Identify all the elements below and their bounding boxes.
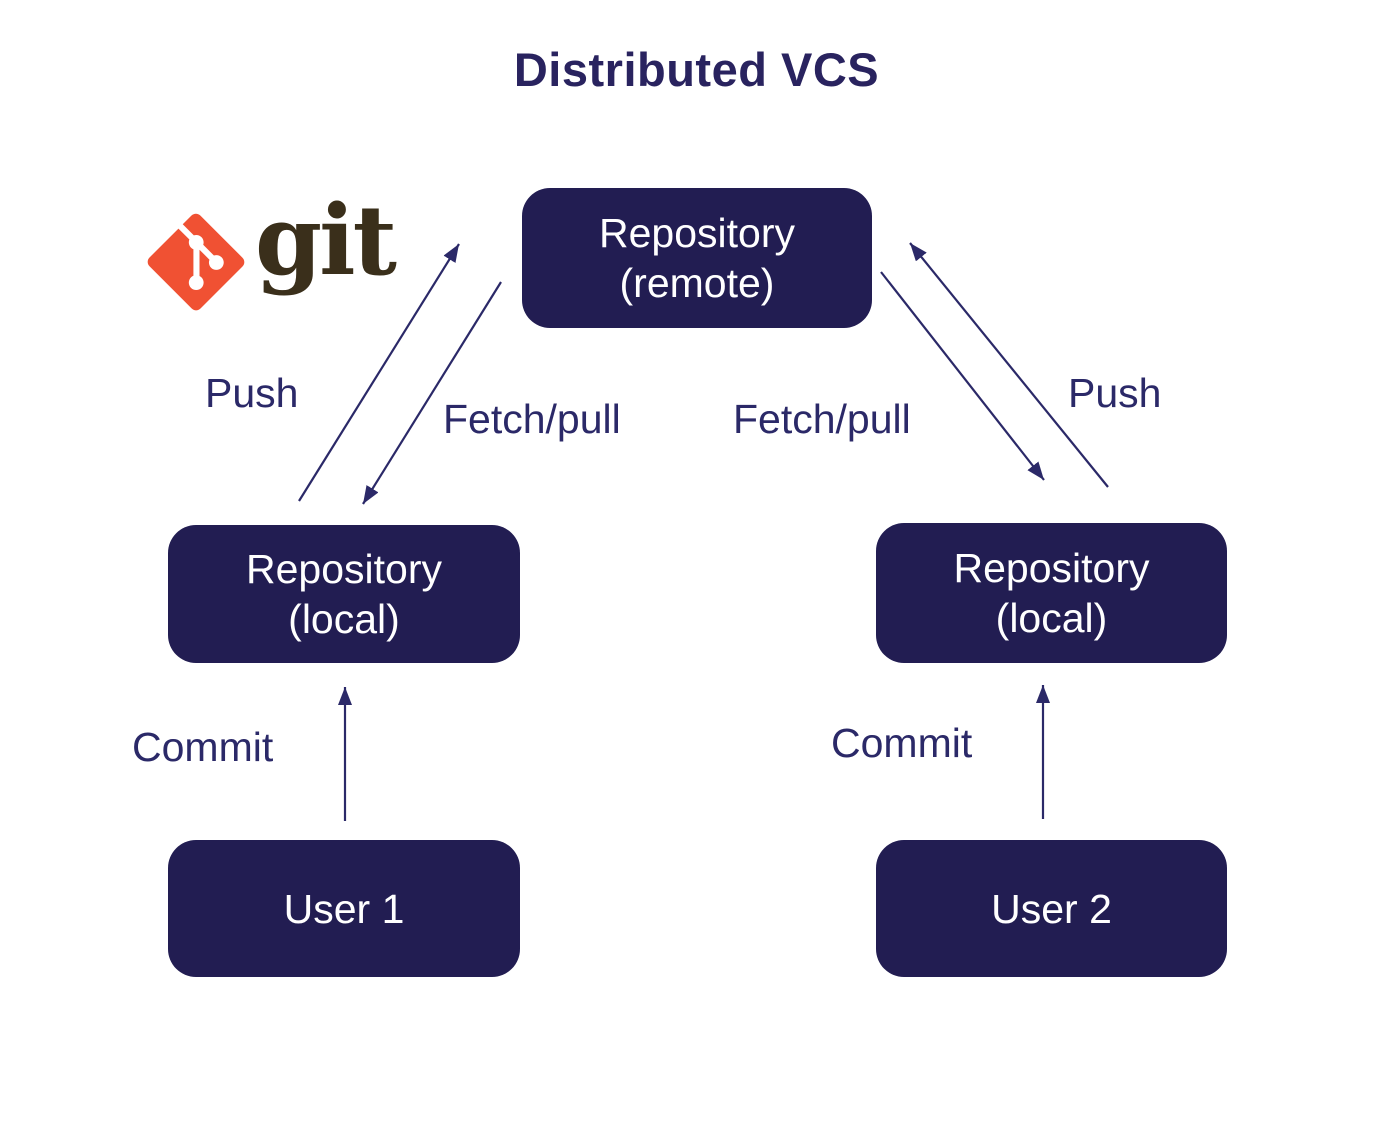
node-label-line1: Repository (246, 546, 442, 592)
git-wordmark: git (255, 184, 397, 297)
node-user-1: User 1 (168, 840, 520, 977)
node-label: User 2 (991, 885, 1112, 932)
node-repository-local-right: Repository (local) (876, 523, 1227, 663)
edge-label-fetch-pull-left: Fetch/pull (443, 396, 621, 442)
node-repository-local-left: Repository (local) (168, 525, 520, 663)
diagram-title: Distributed VCS (513, 43, 880, 96)
node-user-2: User 2 (876, 840, 1227, 977)
edge-label-fetch-pull-right: Fetch/pull (733, 396, 911, 442)
node-label: User 1 (283, 885, 405, 932)
edge-label-commit-right: Commit (831, 720, 973, 766)
push-arrow-right (909, 242, 1109, 488)
edge-label-push-left: Push (205, 370, 299, 416)
edge-label-push-right: Push (1068, 370, 1162, 416)
fetch-pull-arrow-right (880, 271, 1045, 481)
edge-label-commit-left: Commit (132, 724, 274, 770)
node-label-line1: Repository (599, 210, 795, 256)
git-icon (147, 213, 245, 311)
node-label-line2: (local) (288, 596, 400, 642)
git-logo: git (145, 184, 415, 331)
node-repository-remote: Repository (remote) (522, 188, 872, 328)
node-label-line1: Repository (953, 545, 1150, 591)
git-diamond-shape (147, 213, 245, 311)
node-label-line2: (local) (995, 595, 1108, 641)
node-label-line2: (remote) (619, 260, 775, 306)
